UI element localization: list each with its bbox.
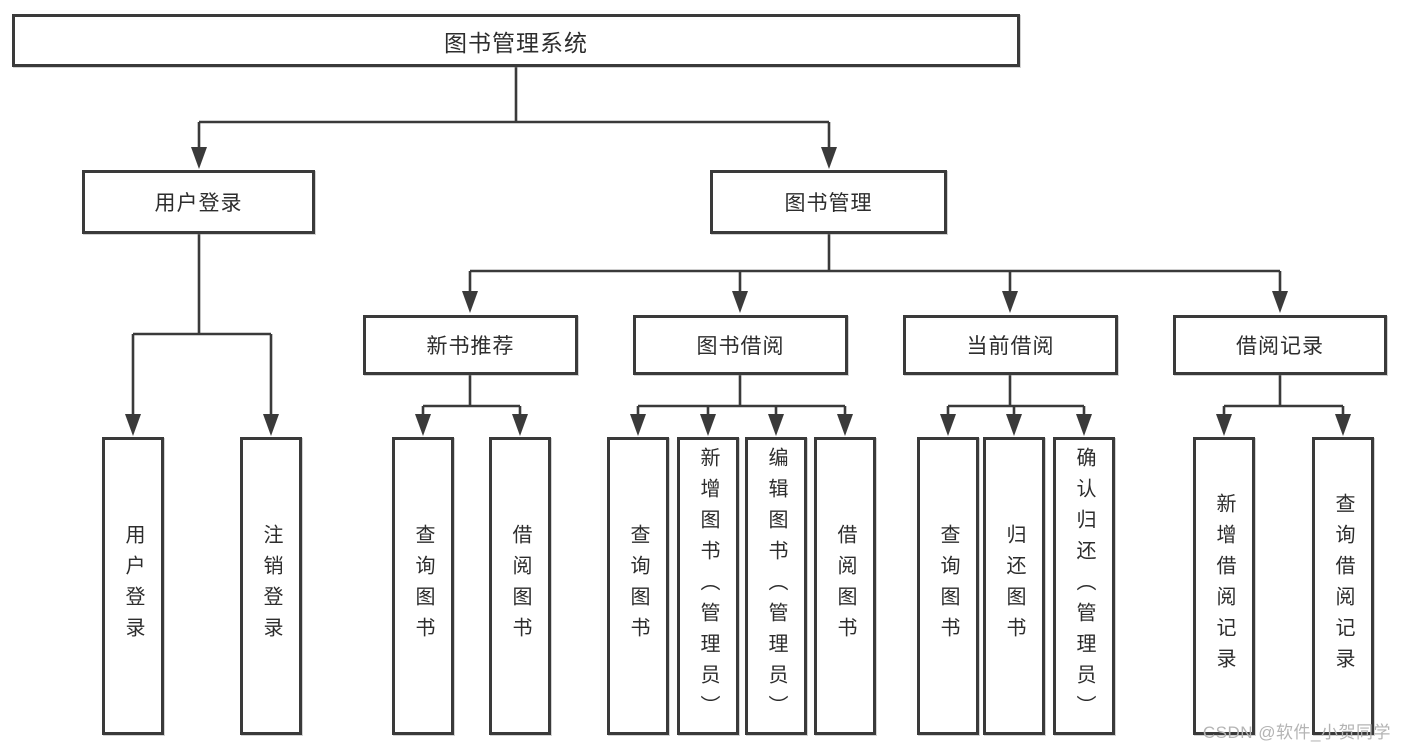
node-label: 查询图书 [937,524,959,648]
node-label: 查询图书 [412,524,434,648]
node-label: 查询借阅记录 [1332,493,1354,679]
node-label: 确认归还（管理员） [1073,446,1095,726]
node-label: 用户登录 [122,524,144,648]
node-label: 编辑图书（管理员） [765,446,787,726]
node-confirm-return-admin: 确认归还（管理员） [1053,437,1115,735]
node-label: 新增借阅记录 [1213,493,1235,679]
node-query-books-borrowing: 查询图书 [607,437,669,735]
node-return-books: 归还图书 [983,437,1045,735]
node-book-borrowing: 图书借阅 [633,315,848,375]
node-query-books-recommend: 查询图书 [392,437,454,735]
node-edit-books-admin: 编辑图书（管理员） [745,437,807,735]
node-logout: 注销登录 [240,437,302,735]
node-current-borrowing: 当前借阅 [903,315,1118,375]
node-label: 新增图书（管理员） [697,446,719,726]
node-add-books-admin: 新增图书（管理员） [677,437,739,735]
node-query-books-current: 查询图书 [917,437,979,735]
node-add-borrow-record: 新增借阅记录 [1193,437,1255,735]
node-label: 查询图书 [627,524,649,648]
node-label: 归还图书 [1003,524,1025,648]
node-user-login: 用户登录 [82,170,315,234]
node-label: 借阅图书 [509,524,531,648]
node-query-borrow-record: 查询借阅记录 [1312,437,1374,735]
arrowheads [125,147,1351,436]
node-root: 图书管理系统 [12,14,1020,67]
node-label: 借阅图书 [834,524,856,648]
node-borrowing-records: 借阅记录 [1173,315,1387,375]
node-borrow-books-recommend: 借阅图书 [489,437,551,735]
node-user-login-leaf: 用户登录 [102,437,164,735]
node-label: 注销登录 [260,524,282,648]
node-new-book-recommend: 新书推荐 [363,315,578,375]
node-borrow-books-borrowing: 借阅图书 [814,437,876,735]
node-book-management: 图书管理 [710,170,947,234]
csdn-watermark: CSDN @软件_小贺同学 [1202,723,1391,742]
connector-paths [131,66,1345,415]
